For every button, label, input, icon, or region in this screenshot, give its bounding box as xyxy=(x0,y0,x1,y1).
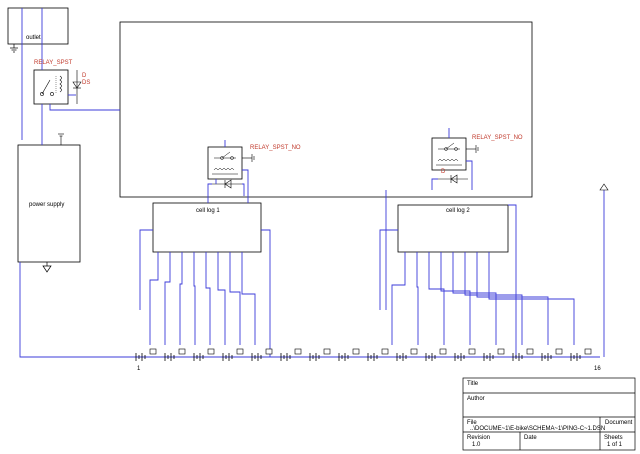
tb-date-label: Date xyxy=(524,435,537,441)
title-block xyxy=(462,377,636,451)
battery-cell-icon xyxy=(454,348,476,361)
battery-cell-icon xyxy=(541,348,563,361)
wire-relay1-diode-right xyxy=(242,183,245,196)
wire-cl2-tap xyxy=(476,252,549,345)
wire-cl1-tap xyxy=(229,252,241,345)
tb-title-label: Title xyxy=(467,381,479,387)
wire-cl1-tap xyxy=(149,252,159,345)
wire-cl2-tap xyxy=(464,252,523,345)
arrow-up-icon xyxy=(599,183,609,191)
wire-relay1-down xyxy=(242,169,249,203)
wire-cl1-tap xyxy=(193,252,196,345)
wire-cl2-tap xyxy=(428,252,445,345)
wire-cl1-tap xyxy=(241,252,256,345)
wire-ps-to-pack xyxy=(19,262,130,358)
ps-top-ground-icon xyxy=(58,133,64,145)
relay-2-label: RELAY_SPST_NO xyxy=(472,135,523,141)
wire-relay2-diode xyxy=(431,178,438,190)
wire-cl1-tap xyxy=(179,252,183,345)
tb-file-value: ..\DOCUME~1\E-bike\SCHEMA~1\PING-C~1.DSN xyxy=(470,426,606,432)
diode-2-icon xyxy=(438,174,468,184)
battery-cell-icon xyxy=(222,348,244,361)
wire-cl2-right xyxy=(508,204,517,357)
tb-sheets-value: 1 of 1 xyxy=(607,442,623,448)
battery-cell-icon xyxy=(135,348,157,361)
battery-pack xyxy=(135,348,592,361)
wire-relay-enclosure xyxy=(49,104,120,111)
diode-main-sublabel: DS xyxy=(82,80,91,86)
battery-cell-icon xyxy=(512,348,534,361)
battery-cell-icon xyxy=(251,348,273,361)
relay-1[interactable] xyxy=(207,146,243,180)
tb-author-label: Author xyxy=(467,396,485,402)
cell-log-2-box[interactable] xyxy=(397,204,509,253)
wire-cl2-tap xyxy=(416,252,419,345)
battery-last-label: 16 xyxy=(594,366,601,372)
cell-log-1-label: cell log 1 xyxy=(196,208,220,214)
battery-first-label: 1 xyxy=(137,366,141,372)
battery-cell-icon xyxy=(425,348,447,361)
diode-2-label: D xyxy=(441,169,446,175)
battery-cell-icon xyxy=(309,348,331,361)
wire-cl1-tap xyxy=(164,252,171,345)
tb-sheets-label: Sheets xyxy=(604,435,623,441)
relay-main[interactable] xyxy=(33,69,69,105)
battery-cell-icon xyxy=(280,348,302,361)
wire-cl1-tap xyxy=(217,252,226,345)
wire-cl2-tap xyxy=(391,252,406,345)
cell-log-1-box[interactable] xyxy=(152,202,262,253)
diode-1-icon xyxy=(212,179,242,189)
wire-cl2-left xyxy=(379,229,398,310)
power-supply-ground-icon xyxy=(42,262,52,273)
tb-file-label: File xyxy=(467,420,477,426)
battery-cell-icon xyxy=(338,348,360,361)
outlet-ground-icon xyxy=(10,44,18,53)
diode-main-label: D xyxy=(82,73,87,79)
wire-cl1-tap xyxy=(205,252,211,345)
relay-2[interactable] xyxy=(431,137,467,171)
wire-relay2-down xyxy=(466,160,473,190)
battery-cell-icon xyxy=(570,348,592,361)
diode-main-icon xyxy=(72,70,82,104)
battery-cell-icon xyxy=(164,348,186,361)
enclosure-box xyxy=(119,21,533,198)
power-supply-label: power supply xyxy=(29,202,65,208)
battery-cell-icon xyxy=(396,348,418,361)
tb-revision-value: 1.0 xyxy=(472,442,481,448)
battery-cell-icon xyxy=(483,348,505,361)
cell-log-2-label: cell log 2 xyxy=(446,208,470,214)
relay-1-ground-icon xyxy=(242,154,255,162)
relay-1-label: RELAY_SPST_NO xyxy=(250,145,301,151)
wire-relay1-diode-left xyxy=(207,183,212,203)
outlet-box[interactable] xyxy=(7,7,69,45)
battery-cell-icon xyxy=(193,348,215,361)
battery-cell-icon xyxy=(367,348,389,361)
wire-cl2-tap xyxy=(440,252,471,345)
tb-revision-label: Revision xyxy=(467,435,491,441)
relay-main-label: RELAY_SPST xyxy=(34,60,73,66)
wire-cl2-tap xyxy=(488,252,575,345)
wire-cl1-right xyxy=(261,229,271,357)
wire-cl1-left xyxy=(139,229,153,310)
wire-net xyxy=(19,8,609,358)
relay-2-ground-icon xyxy=(466,145,479,153)
tb-document-label: Document xyxy=(605,420,633,426)
power-supply-box[interactable] xyxy=(17,144,81,263)
wire-cl2-tap xyxy=(452,252,497,345)
outlet-label: outlet xyxy=(26,35,41,41)
